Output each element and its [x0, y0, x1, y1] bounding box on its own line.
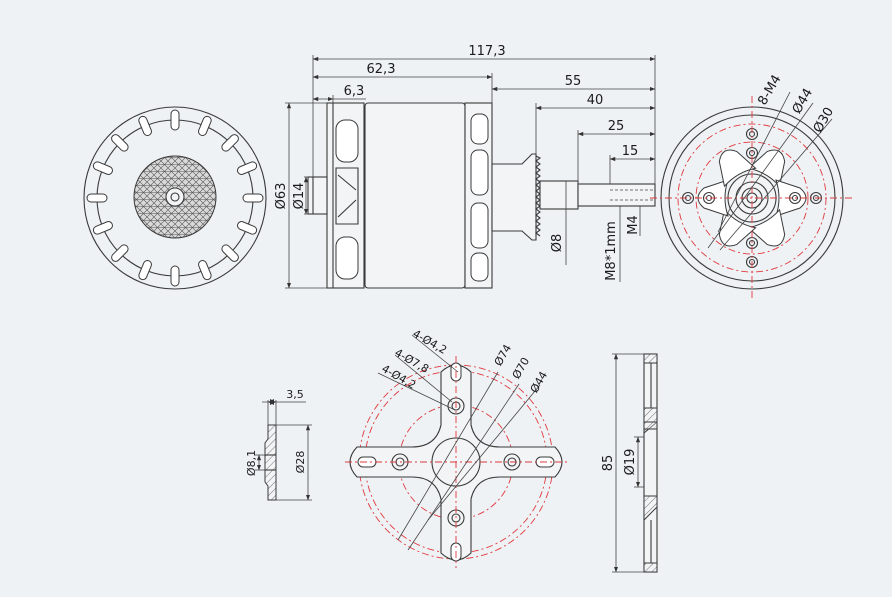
shaft: [539, 180, 579, 210]
rear-view: [650, 91, 854, 300]
dim-shaft-15: 15: [622, 144, 639, 159]
rim-slot: [111, 244, 129, 262]
dim-collet-35: 3,5: [286, 388, 304, 401]
dim-total-length: 117,3: [468, 44, 505, 59]
rim-slot: [237, 161, 258, 175]
front-stub: [307, 176, 328, 215]
rim-slot: [198, 115, 212, 136]
side-dimensions: 117,3 62,3 6,3 55 40 25 15 Ø63 Ø14 Ø8: [274, 44, 656, 289]
rim-slot: [111, 134, 129, 152]
rim-slot: [198, 260, 212, 281]
rim-slot: [86, 193, 108, 203]
shaft-tip: [577, 183, 656, 207]
flange-section-view: 85 Ø19: [601, 353, 658, 573]
dim-thread-m4: M4: [626, 215, 641, 235]
rim-slot: [242, 193, 264, 203]
front-view-slots: [86, 109, 264, 287]
dim-flange-d44: Ø44: [528, 369, 551, 395]
bell-body: [364, 102, 466, 289]
dim-flange-4d42-top: 4-Ø4,2: [410, 327, 449, 357]
dim-thread-m8: M8*1mm: [604, 221, 619, 281]
shaft-housing: [491, 153, 537, 241]
dim-collet-d81: Ø8,1: [245, 450, 258, 476]
rim-slot: [138, 115, 152, 136]
dim-collet-d28: Ø28: [294, 451, 307, 474]
dim-mount-d44: Ø44: [790, 86, 816, 117]
rim-slot: [221, 134, 239, 152]
dim-shaft-55: 55: [565, 74, 582, 89]
rim-slot: [170, 265, 180, 287]
dim-mount-d30: Ø30: [811, 105, 837, 136]
front-view: [83, 106, 267, 290]
rim-slot: [170, 109, 180, 131]
dim-base-thickness: 6,3: [344, 84, 365, 99]
rim-slot: [92, 161, 113, 175]
dim-mount-8m4: 8-M4: [755, 72, 784, 108]
center-hub: [165, 187, 185, 207]
rim-slot: [221, 244, 239, 262]
dim-flange-d74: Ø74: [492, 342, 515, 368]
rim-slot: [92, 221, 113, 235]
dim-body-length: 62,3: [367, 62, 396, 77]
side-view: [307, 102, 656, 289]
cross-mount-view: [345, 334, 567, 568]
rim-slot: [237, 221, 258, 235]
dim-flange-d70: Ø70: [510, 355, 533, 381]
dim-diameter-63: Ø63: [274, 183, 289, 210]
rear-lobe: [718, 149, 757, 188]
dim-side-d19: Ø19: [623, 449, 638, 476]
dim-shaft-25: 25: [608, 119, 625, 134]
dim-side-85: 85: [601, 455, 616, 472]
dim-diameter-14: Ø14: [292, 183, 307, 210]
rim-slot: [138, 260, 152, 281]
collet-view: 3,5 Ø8,1 Ø28: [245, 388, 312, 501]
dim-shaft-40: 40: [587, 93, 604, 108]
dim-diameter-8: Ø8: [550, 234, 565, 253]
